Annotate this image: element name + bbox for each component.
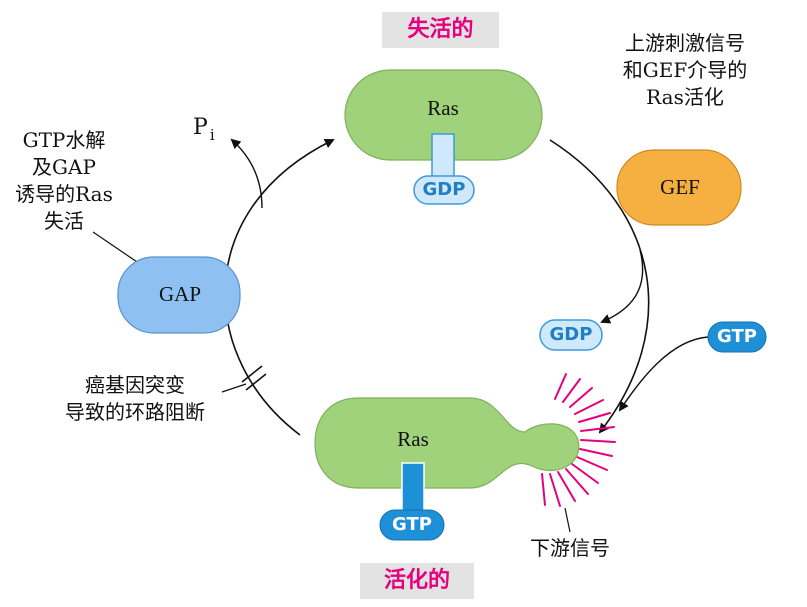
phosphate-arrow (230, 138, 263, 209)
gap-caption-line: GTP水解 (22, 128, 106, 152)
ras-active-shape (314, 397, 580, 489)
gtp-incoming-pill (707, 321, 767, 353)
mutation-caption: 癌基因突变 导致的环路阻断 (50, 372, 220, 426)
gdp-bound-label: GDP (422, 179, 466, 200)
mutation-break-mark (241, 365, 263, 383)
mutation-pointer-line (221, 383, 247, 393)
gdp-stem (431, 133, 455, 181)
gef-caption: 上游刺激信号 和GEF介导的 Ras活化 (600, 30, 770, 111)
cycle-arc-right (549, 139, 650, 434)
gtp-incoming-label: GTP (717, 326, 757, 347)
ras-inactive-label: Ras (427, 96, 459, 120)
mutation-caption-line: 癌基因突变 (85, 373, 185, 397)
downstream-signal-label: 下游信号 (530, 536, 610, 560)
phosphate-subscript: i (209, 126, 215, 144)
gef-shape (616, 149, 742, 226)
gap-pointer-line (92, 231, 141, 265)
gef-caption-line: 上游刺激信号 (625, 31, 745, 55)
downstream-pointer-line (564, 507, 571, 533)
phosphate-symbol: P (193, 115, 208, 140)
gdp-release-arrow (600, 249, 644, 324)
gtp-stem (401, 462, 425, 516)
gtp-entry-arrow (618, 336, 709, 412)
signal-burst (541, 373, 616, 507)
gap-caption: GTP水解 及GAP 诱导的Ras 失活 (0, 127, 128, 235)
gef-caption-line: 和GEF介导的 (622, 58, 748, 82)
ras-active-label: Ras (397, 427, 429, 451)
gap-caption-line: 失活 (44, 209, 84, 233)
mutation-caption-line: 导致的环路阻断 (65, 400, 205, 424)
gtp-bound-label: GTP (392, 514, 432, 535)
gdp-released-pill (539, 319, 603, 351)
gap-label: GAP (158, 282, 201, 306)
gap-caption-line: 及GAP (32, 155, 96, 179)
gdp-released-label: GDP (549, 324, 593, 345)
active-state-label: 活化的 (360, 563, 474, 599)
gtp-bound-pill (379, 509, 445, 541)
gap-shape (117, 256, 241, 334)
gef-label: GEF (660, 175, 700, 199)
inactive-state-label: 失活的 (382, 12, 499, 48)
cycle-arc-left (224, 139, 335, 436)
mutation-break-mark (245, 373, 267, 391)
gef-caption-line: Ras活化 (646, 85, 724, 109)
gdp-bound-pill (413, 175, 475, 205)
gap-caption-line: 诱导的Ras (15, 182, 113, 206)
